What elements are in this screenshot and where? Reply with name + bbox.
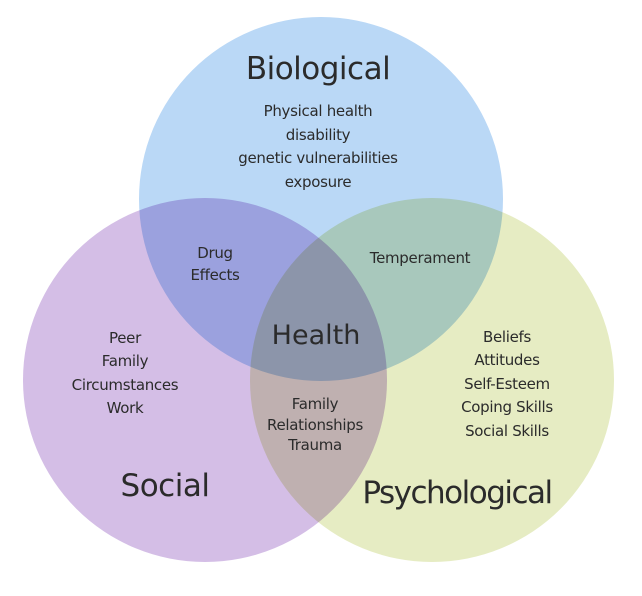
- social-item: Circumstances: [72, 376, 179, 394]
- biological-item: genetic vulnerabilities: [238, 149, 398, 167]
- psychological-item: Social Skills: [465, 422, 549, 440]
- social-psych-item: Family: [292, 395, 339, 413]
- drug-effects-label: Effects: [190, 266, 240, 284]
- psychological-item: Beliefs: [483, 328, 532, 346]
- social-psych-item: Trauma: [287, 436, 342, 454]
- biological-item: exposure: [285, 173, 352, 191]
- health-center-label: Health: [272, 320, 361, 351]
- social-psych-item: Relationships: [267, 416, 363, 434]
- psychological-item: Coping Skills: [461, 398, 553, 416]
- psychological-circle: [250, 198, 614, 562]
- biological-item: Physical health: [264, 102, 373, 120]
- social-title: Social: [121, 468, 210, 504]
- social-item: Family: [102, 352, 149, 370]
- temperament-label: Temperament: [369, 249, 471, 267]
- drug-effects-label: Drug: [197, 244, 233, 262]
- circles: [23, 17, 614, 562]
- psychological-item: Self-Esteem: [464, 375, 550, 393]
- social-item: Work: [107, 399, 144, 417]
- psychological-item: Attitudes: [474, 351, 540, 369]
- biological-item: disability: [286, 126, 351, 144]
- biological-title: Biological: [246, 51, 390, 87]
- psychological-title: Psychological: [362, 475, 551, 511]
- social-item: Peer: [109, 329, 142, 347]
